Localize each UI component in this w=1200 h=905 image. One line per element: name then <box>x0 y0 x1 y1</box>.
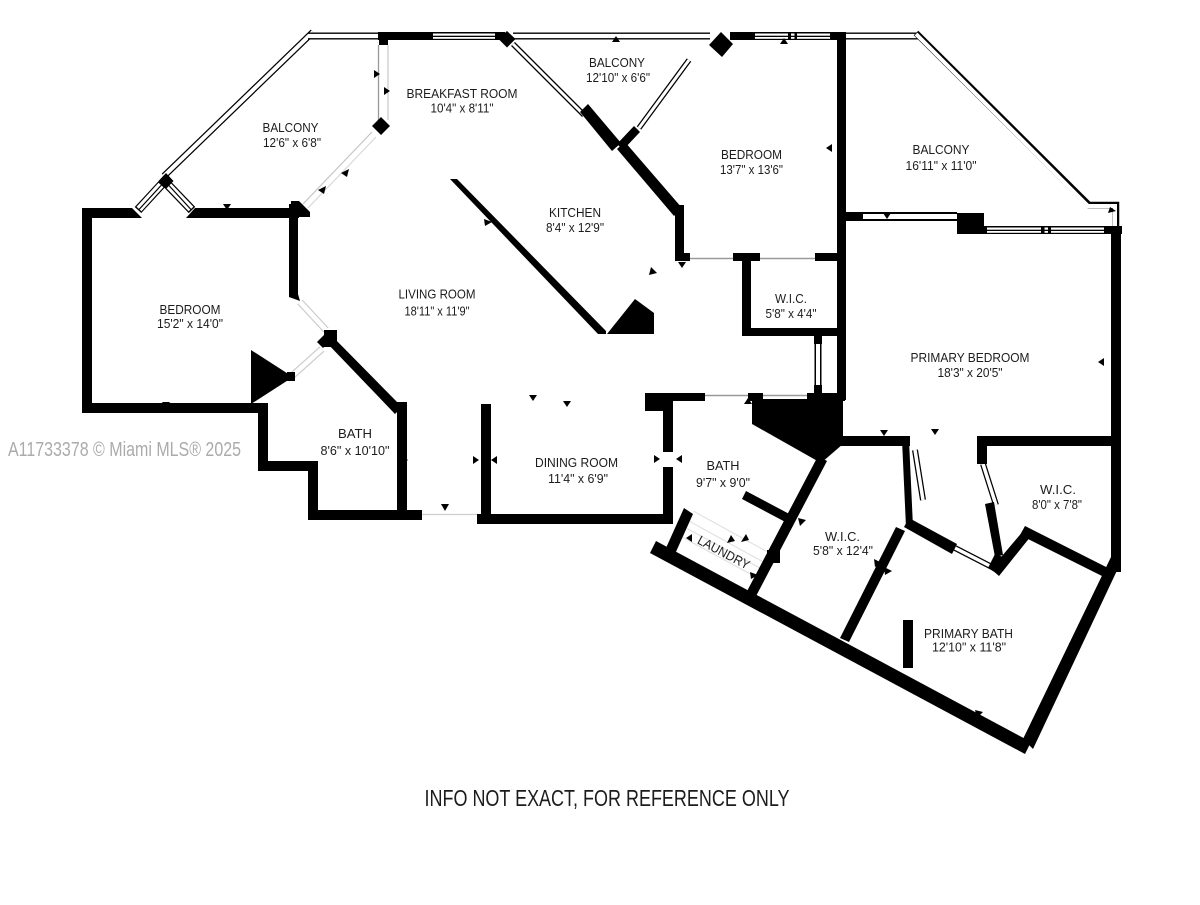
svg-text:PRIMARY BEDROOM: PRIMARY BEDROOM <box>911 350 1030 365</box>
svg-text:13'7" x 13'6": 13'7" x 13'6" <box>720 162 783 177</box>
svg-text:BATH: BATH <box>338 426 372 441</box>
svg-text:W.I.C.: W.I.C. <box>775 291 807 306</box>
svg-text:10'4" x 8'11": 10'4" x 8'11" <box>431 101 494 116</box>
svg-text:8'4" x 12'9": 8'4" x 12'9" <box>546 220 604 235</box>
svg-text:BALCONY: BALCONY <box>263 120 319 135</box>
svg-text:KITCHEN: KITCHEN <box>549 205 601 220</box>
svg-text:W.I.C.: W.I.C. <box>825 529 860 544</box>
svg-text:BREAKFAST ROOM: BREAKFAST ROOM <box>407 86 518 101</box>
svg-text:8'6" x 10'10": 8'6" x 10'10" <box>321 443 390 458</box>
svg-text:15'2" x 14'0": 15'2" x 14'0" <box>157 316 223 331</box>
svg-text:5'8" x 4'4": 5'8" x 4'4" <box>766 306 817 321</box>
svg-text:8'0" x 7'8": 8'0" x 7'8" <box>1032 497 1082 512</box>
svg-text:PRIMARY BATH: PRIMARY BATH <box>924 626 1013 641</box>
svg-text:BATH: BATH <box>707 458 740 473</box>
svg-text:BEDROOM: BEDROOM <box>160 302 221 317</box>
svg-text:18'11" x 11'9": 18'11" x 11'9" <box>405 304 470 319</box>
svg-text:A11733378 © Miami MLS® 2025: A11733378 © Miami MLS® 2025 <box>8 439 241 461</box>
svg-text:18'3" x 20'5": 18'3" x 20'5" <box>938 365 1003 380</box>
svg-text:INFO NOT EXACT, FOR REFERENCE: INFO NOT EXACT, FOR REFERENCE ONLY <box>425 785 790 811</box>
svg-text:11'4" x 6'9": 11'4" x 6'9" <box>548 471 608 486</box>
svg-text:BEDROOM: BEDROOM <box>721 147 782 162</box>
svg-text:DINING ROOM: DINING ROOM <box>535 455 618 470</box>
svg-text:12'10" x 11'8": 12'10" x 11'8" <box>932 640 1006 655</box>
svg-text:5'8" x 12'4": 5'8" x 12'4" <box>813 543 873 558</box>
svg-text:12'6" x 6'8": 12'6" x 6'8" <box>263 135 321 150</box>
svg-text:LIVING ROOM: LIVING ROOM <box>399 287 476 302</box>
svg-text:BALCONY: BALCONY <box>913 142 970 157</box>
svg-text:W.I.C.: W.I.C. <box>1040 482 1076 497</box>
svg-text:16'11" x 11'0": 16'11" x 11'0" <box>906 158 977 173</box>
svg-text:12'10" x 6'6": 12'10" x 6'6" <box>586 70 650 85</box>
svg-text:BALCONY: BALCONY <box>589 55 645 70</box>
svg-text:9'7" x 9'0": 9'7" x 9'0" <box>696 475 750 490</box>
